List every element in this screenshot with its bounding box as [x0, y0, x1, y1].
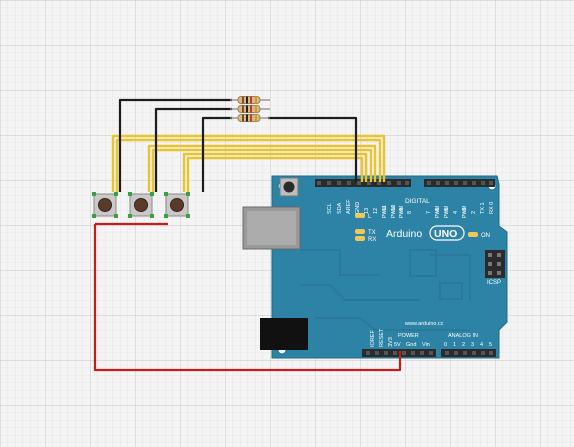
pin-label: 8 [407, 211, 413, 214]
power-wire-5v[interactable] [93, 224, 402, 372]
pin-label: 13 [364, 208, 370, 214]
pin-label: ~11 [382, 205, 388, 214]
signal-wire-1b[interactable] [115, 138, 382, 192]
pin-label: AREF [346, 199, 352, 214]
analog-label: ANALOG IN [448, 333, 478, 339]
led-tx [355, 229, 365, 234]
led-l [355, 213, 365, 218]
uno-logo-outline [429, 225, 465, 241]
pin-label: TX 1 [480, 202, 486, 214]
icsp-label: ICSP [487, 280, 501, 286]
pin-label: PWM [399, 206, 405, 218]
pin-label: PWM [391, 206, 397, 218]
pin-label: PWM [444, 206, 450, 218]
pin-label: RESET [379, 328, 385, 347]
wires [93, 98, 402, 372]
pin-label: PWM [435, 206, 441, 218]
pin-label: ~6 [435, 208, 441, 214]
pin-label: 4 [480, 342, 483, 348]
rx-label: RX [368, 237, 376, 243]
header-analog [441, 349, 496, 357]
url-label: www.arduino.cc [404, 321, 444, 327]
led-rx [355, 236, 365, 241]
pin-label: 5V [394, 342, 401, 348]
ground-wire[interactable] [268, 116, 358, 182]
signal-wire-3[interactable] [182, 152, 368, 192]
pin-label: 12 [373, 208, 379, 214]
resistor-wire-3[interactable] [201, 116, 232, 192]
pin-label: Vin [422, 342, 430, 348]
on-label: ON [481, 233, 490, 239]
pin-label: 2 [462, 342, 465, 348]
resistor-3[interactable] [237, 114, 261, 122]
l-label: L [368, 214, 372, 220]
push-button-1[interactable] [92, 192, 118, 218]
pin-label: RX 0 [489, 202, 495, 214]
signal-wire-2[interactable] [147, 144, 377, 192]
pin-label: 3V3 [388, 337, 394, 347]
resistor-2[interactable] [237, 105, 261, 113]
pin-label: ~9 [399, 208, 405, 214]
model-label: UNO [434, 228, 457, 240]
pin-label: ~3 [462, 208, 468, 214]
pin-label: PWM [462, 206, 468, 218]
pin-label: SCL [327, 203, 333, 214]
pin-label: ~10 [391, 205, 397, 214]
resistor-wire-2[interactable] [154, 107, 232, 192]
power-jack [260, 318, 308, 350]
pin-label: SDA [337, 202, 343, 214]
pin-label: ~5 [444, 208, 450, 214]
digital-label: DIGITAL [405, 198, 430, 205]
push-button-3[interactable] [164, 192, 190, 218]
brand-label: Arduino [386, 228, 422, 240]
pin-label: 4 [453, 211, 459, 214]
power-label: POWER [398, 333, 419, 339]
header-digital-low [424, 179, 495, 187]
signal-wire-2b[interactable] [151, 148, 373, 192]
led-on [468, 232, 478, 237]
pin-label: GND [355, 202, 361, 214]
pin-label: IOREF [370, 330, 376, 347]
pin-label: 2 [471, 211, 477, 214]
pin-label: Gnd [406, 342, 416, 348]
pin-label: 0 [444, 342, 447, 348]
signal-wire-3b[interactable] [186, 156, 364, 192]
tx-label: TX [368, 230, 376, 236]
header-digital-high [315, 179, 411, 187]
pin-label: 1 [453, 342, 456, 348]
pin-label: PWM [382, 206, 388, 218]
pin-label: 3 [471, 342, 474, 348]
resistor-1[interactable] [237, 96, 261, 104]
resistor-wire-1[interactable] [118, 98, 232, 192]
signal-wire-1[interactable] [111, 134, 386, 192]
pin-label: 7 [426, 211, 432, 214]
pin-label: 5 [489, 342, 492, 348]
resistor-bank [230, 96, 270, 122]
push-button-2[interactable] [128, 192, 154, 218]
